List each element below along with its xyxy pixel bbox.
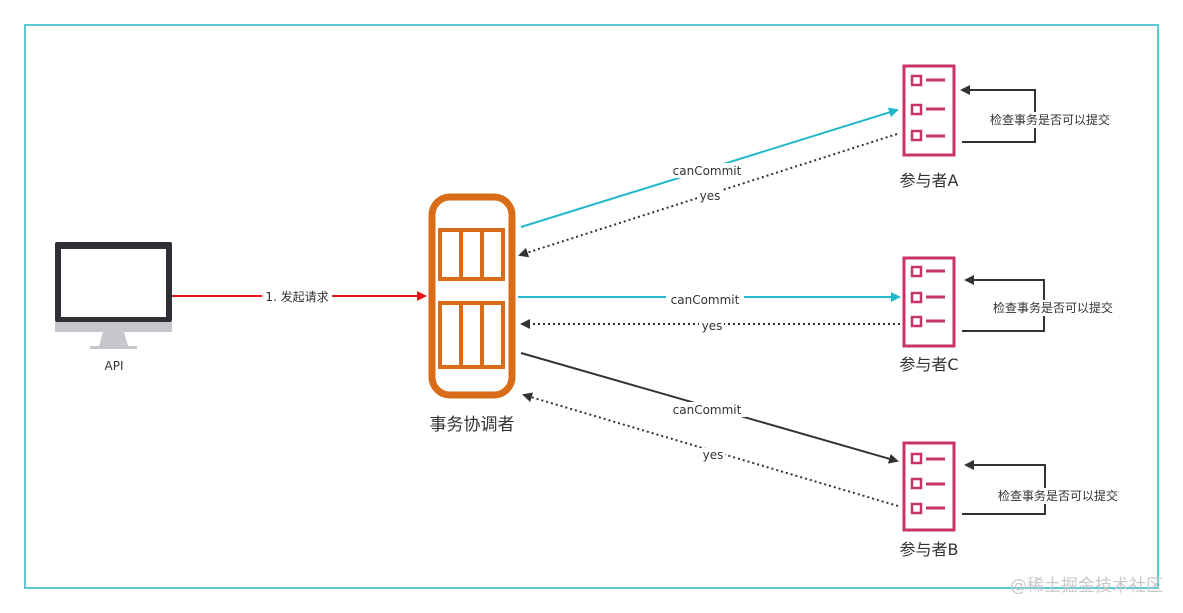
self-check-label-a: 检查事务是否可以提交	[990, 112, 1110, 127]
checklist-icon	[902, 256, 956, 348]
reply-label-c: yes	[702, 319, 723, 333]
ask-label-b: canCommit	[673, 403, 742, 417]
reply-label-a: yes	[700, 189, 721, 203]
participant-label-c: 参与者C	[899, 355, 958, 374]
ask-label-c: canCommit	[671, 293, 740, 307]
checklist-icon	[902, 441, 956, 532]
participant-label-a: 参与者A	[900, 171, 959, 190]
reply-label-b: yes	[703, 448, 724, 462]
self-check-label-c: 检查事务是否可以提交	[993, 300, 1113, 315]
watermark: @稀土掘金技术社区	[1010, 576, 1163, 596]
request-label: 1. 发起请求	[265, 289, 328, 304]
self-check-label-b: 检查事务是否可以提交	[998, 488, 1118, 503]
client-label: API	[105, 359, 124, 373]
checklist-icon	[902, 64, 956, 157]
server-rack-icon	[428, 193, 516, 399]
participant-label-b: 参与者B	[900, 540, 959, 559]
reply-arrow-a	[518, 133, 898, 258]
monitor-icon	[55, 242, 172, 349]
coordinator-label: 事务协调者	[430, 415, 515, 435]
ask-label-a: canCommit	[673, 164, 742, 178]
diagram-frame	[24, 24, 1159, 589]
